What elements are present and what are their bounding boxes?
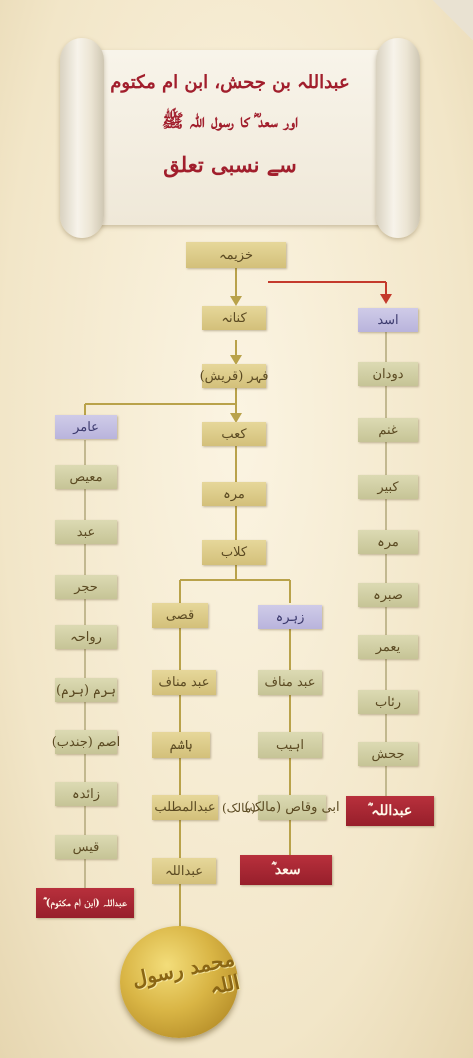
scroll-roll-right <box>376 38 420 238</box>
title-line-3: سے نسبی تعلق <box>163 152 297 177</box>
note-malik: (مالک) <box>222 801 256 815</box>
box-fihr: فہر (قریش) <box>200 364 268 388</box>
box-murrah-right: مرہ <box>358 530 418 554</box>
box-zaidah: زائدہ <box>55 782 117 806</box>
scroll-paper <box>90 50 390 225</box>
box-qusay: قصی <box>152 603 208 628</box>
center-connectors <box>84 268 291 930</box>
prophet-seal: محمد رسول اللہ <box>120 926 242 1038</box>
box-abd-manaf-1: عبد مناف <box>152 670 216 695</box>
box-ibn-umm-maktum: عبداللہ (ابن ام مکتوم) ؓ <box>36 888 134 918</box>
seal-text: محمد رسول اللہ <box>130 946 242 1000</box>
box-riab: رئاب <box>358 690 418 714</box>
box-sabirah: صبرہ <box>358 583 418 607</box>
box-kabir: کبیر <box>358 475 418 499</box>
box-ghanm: غنم <box>358 418 418 442</box>
box-uhayb: اہیب <box>258 732 322 758</box>
box-qays: قیس <box>55 835 117 859</box>
right-arrowhead <box>380 294 392 304</box>
box-rawahah: رواحہ <box>55 625 117 649</box>
page-corner <box>433 0 473 40</box>
box-yamar: یعمر <box>358 635 418 659</box>
right-connector <box>268 281 387 296</box>
title-scroll <box>60 38 420 238</box>
box-saad: سعد ؓ <box>240 855 332 885</box>
box-abi-waqqas: ابی وقاص (مالک) <box>244 795 340 820</box>
box-asad: اسد <box>358 308 418 332</box>
box-zuhrah: زہرہ <box>258 605 322 629</box>
box-kinanah: کنانہ <box>202 306 266 330</box>
box-abdul-muttalib: عبدالمطلب <box>152 795 218 820</box>
box-abdullah-father: عبداللہ <box>152 858 216 884</box>
box-asam: اصم (جندب) <box>52 730 120 754</box>
center-arrowheads <box>230 296 242 423</box>
title-line-1: عبداللہ بن جحش، ابن ام مکتوم <box>110 72 350 93</box>
side-connectors <box>84 330 387 890</box>
box-hujr: حجر <box>55 575 117 599</box>
box-amir: عامر <box>55 415 117 439</box>
box-kilab: کلاب <box>202 540 266 565</box>
box-khuzaymah: خزیمہ <box>186 242 286 268</box>
scroll-roll-left <box>60 38 104 238</box>
box-murrah: مرہ <box>202 482 266 506</box>
box-harim: ہرم (ہرم) <box>55 678 117 702</box>
box-abd: عبد <box>55 520 117 544</box>
box-hashim: ہاشم <box>152 732 210 758</box>
box-abdullah-jahsh: عبداللہ ؓ <box>346 796 434 826</box>
box-jahsh: جحش <box>358 742 418 766</box>
title-line-2: اور سعد ؓ کا رسول اللہ ﷺ <box>161 111 299 132</box>
box-dudan: دودان <box>358 362 418 386</box>
box-kaab: کعب <box>202 422 266 446</box>
box-abd-manaf-2: عبد مناف <box>258 670 322 695</box>
box-muays: معیص <box>55 465 117 489</box>
